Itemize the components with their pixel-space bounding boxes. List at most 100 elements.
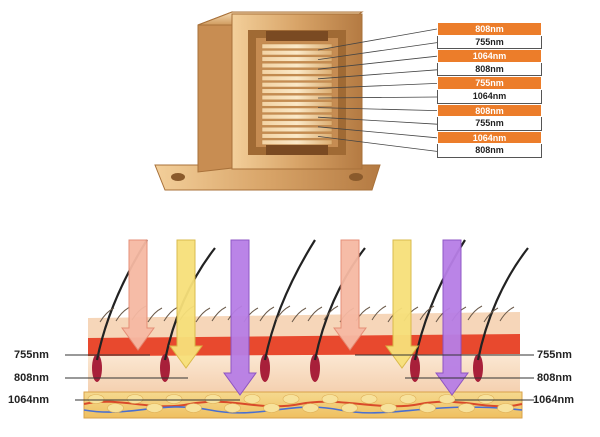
fat-cell bbox=[185, 403, 202, 413]
diode-bar bbox=[261, 88, 333, 94]
fat-cell bbox=[204, 394, 222, 404]
diode-bar bbox=[261, 101, 333, 107]
left-label-808: 808nm bbox=[14, 372, 49, 384]
surface-hair bbox=[499, 306, 515, 322]
fat-cell bbox=[438, 394, 456, 404]
skin-cross-section bbox=[83, 239, 529, 419]
laser-beam-arrows bbox=[121, 239, 469, 396]
fat-cell bbox=[126, 394, 144, 404]
right-label-1064: 1064nm bbox=[533, 394, 574, 406]
laser-arrow bbox=[385, 239, 419, 369]
surface-hair bbox=[371, 305, 387, 321]
hair-strands bbox=[92, 239, 529, 382]
leader-line bbox=[317, 116, 438, 125]
wavelength-cell: 1064nm bbox=[437, 49, 542, 63]
fat-cell bbox=[477, 394, 495, 404]
clamp-top bbox=[266, 31, 328, 41]
fat-cell bbox=[224, 403, 241, 413]
fat-cell bbox=[243, 394, 261, 404]
laser-arrow bbox=[435, 239, 469, 396]
right-label-808: 808nm bbox=[537, 372, 572, 384]
fat-cell bbox=[302, 403, 319, 413]
diode-bar bbox=[261, 107, 333, 113]
surface-hair bbox=[323, 305, 339, 321]
fat-cell bbox=[146, 403, 163, 413]
device-side-face bbox=[197, 11, 233, 173]
leader-line bbox=[317, 69, 438, 80]
wavelength-table: 808nm 755nm 1064nm 808nm 755nm 1064nm 80… bbox=[437, 22, 542, 158]
diode-bar bbox=[261, 56, 333, 62]
leader-line bbox=[317, 136, 438, 152]
right-label-755: 755nm bbox=[537, 349, 572, 361]
surface-hair bbox=[195, 307, 211, 323]
laser-arrow bbox=[169, 239, 203, 369]
diode-bar bbox=[261, 139, 333, 145]
surface-hair bbox=[291, 307, 307, 323]
fat-cell bbox=[458, 403, 475, 413]
screw-hole-right bbox=[349, 173, 363, 181]
diode-bar bbox=[261, 94, 333, 101]
diode-bar bbox=[261, 120, 333, 126]
wavelength-cell: 808nm bbox=[437, 103, 542, 118]
wavelength-cell: 1064nm bbox=[437, 89, 542, 104]
wavelength-cell: 755nm bbox=[437, 76, 542, 90]
surface-hair bbox=[275, 305, 291, 321]
fat-cell bbox=[321, 394, 339, 404]
surface-hair bbox=[483, 307, 499, 323]
surface-hair bbox=[419, 305, 435, 321]
fat-cell bbox=[341, 403, 358, 413]
surface-hair bbox=[211, 306, 227, 322]
fat-cell bbox=[87, 394, 105, 404]
diode-bar bbox=[261, 50, 333, 56]
hair-follicle bbox=[310, 354, 320, 382]
laser-device bbox=[154, 11, 381, 191]
surface-hair bbox=[467, 305, 483, 321]
hair-follicle bbox=[92, 354, 102, 382]
left-label-1064: 1064nm bbox=[8, 394, 49, 406]
hair-follicle bbox=[260, 354, 270, 382]
laser-arrow bbox=[223, 239, 257, 396]
diode-bar-stack bbox=[261, 43, 333, 145]
diode-bar bbox=[261, 133, 333, 139]
surface-hair bbox=[99, 307, 115, 323]
clamp-bottom bbox=[266, 145, 328, 155]
fat-cell bbox=[399, 394, 417, 404]
skin-surface bbox=[88, 312, 520, 340]
wavelength-cell: 1064nm bbox=[437, 130, 542, 145]
diode-bar bbox=[261, 69, 333, 75]
skin-label-lines bbox=[65, 354, 534, 401]
wavelength-cell: 755nm bbox=[437, 117, 542, 131]
fat-cells bbox=[87, 394, 514, 413]
leader-line bbox=[317, 107, 438, 111]
diode-bar bbox=[261, 126, 333, 133]
left-label-755: 755nm bbox=[14, 349, 49, 361]
hair-strand bbox=[476, 247, 529, 361]
wavelength-cell: 808nm bbox=[437, 22, 542, 36]
hair-strand bbox=[263, 239, 316, 361]
fat-cell bbox=[165, 394, 183, 404]
fat-cell bbox=[419, 403, 436, 413]
wavelength-leader-lines bbox=[317, 28, 438, 152]
fat-cell bbox=[497, 403, 514, 413]
fat-cell bbox=[263, 403, 280, 413]
diode-bar bbox=[261, 82, 333, 88]
leader-line bbox=[317, 42, 438, 60]
wavelength-cell: 808nm bbox=[437, 62, 542, 77]
fat-cell bbox=[380, 403, 397, 413]
hair-follicle bbox=[160, 354, 170, 382]
surface-hair bbox=[307, 306, 323, 322]
diode-bar bbox=[261, 62, 333, 69]
screw-hole-left bbox=[171, 173, 185, 181]
diode-bar bbox=[261, 43, 333, 49]
surface-hair bbox=[147, 307, 163, 323]
hair-follicle bbox=[473, 354, 483, 382]
leader-line bbox=[317, 28, 438, 51]
leader-line bbox=[317, 96, 438, 99]
fat-cell bbox=[360, 394, 378, 404]
leader-line bbox=[317, 55, 438, 70]
laser-arrow bbox=[121, 239, 155, 351]
wavelength-cell: 808nm bbox=[437, 144, 542, 158]
fat-cell bbox=[107, 403, 124, 413]
surface-hair bbox=[259, 306, 275, 322]
